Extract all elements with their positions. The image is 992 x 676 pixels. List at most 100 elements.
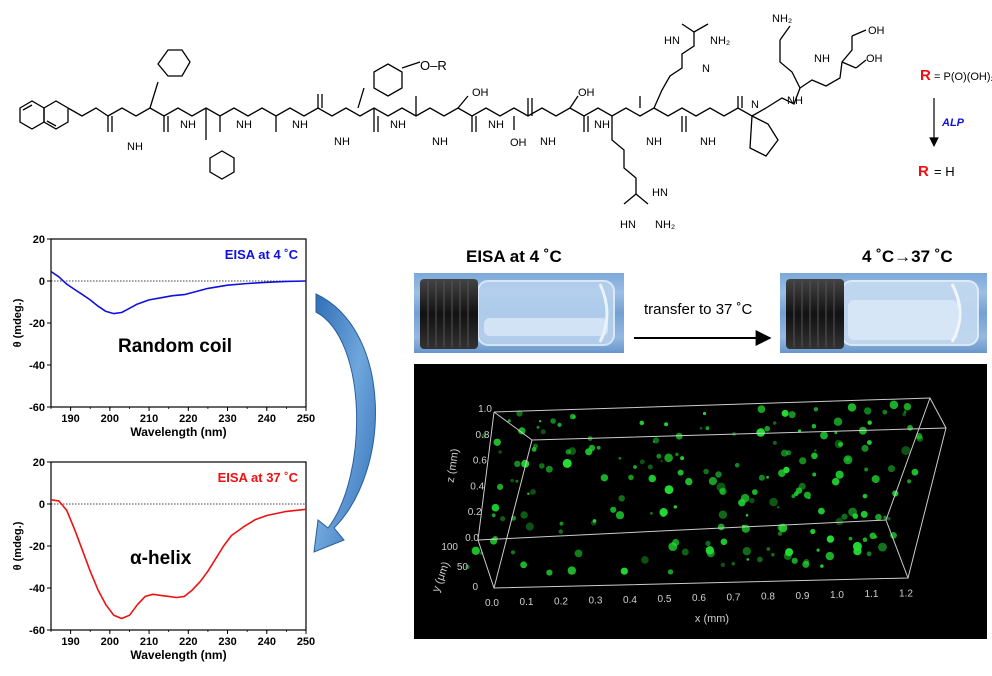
series-legend: EISA at 4 ˚C: [225, 247, 299, 262]
fluorescent-dot: [667, 569, 674, 575]
guan-top-3: N: [702, 63, 710, 75]
fluorescent-dot: [536, 425, 540, 429]
fluorescent-dot: [757, 405, 766, 413]
guan-bottom-1: HN: [620, 219, 636, 231]
fluorescent-dot: [902, 412, 906, 417]
fluorescent-dot: [510, 550, 516, 555]
fluorescent-dot: [492, 536, 498, 541]
fluorescent-dot: [500, 516, 506, 522]
fluorescent-dot: [540, 429, 546, 435]
fluorescent-dot: [887, 517, 891, 521]
fluorescent-dot: [465, 564, 470, 569]
fluorescent-dot: [705, 546, 714, 555]
z-tick-label: 0.0: [465, 533, 479, 544]
x-tick-label: 0.8: [761, 592, 775, 603]
vial-photo-left: [414, 273, 624, 353]
fluorescent-dot: [757, 556, 763, 563]
guan-bottom-2: NH₂: [655, 219, 675, 231]
fluorescent-dot: [664, 485, 674, 494]
x-tick-label: 210: [140, 636, 158, 648]
fluorescent-dot: [507, 419, 511, 423]
fluorescent-dot: [838, 442, 843, 447]
fluorescent-dot: [903, 403, 912, 411]
fluorescent-dot: [648, 474, 657, 483]
fluorescent-dot: [852, 541, 862, 551]
x-tick-label: 220: [179, 413, 197, 425]
fluorescent-dot: [567, 566, 576, 575]
fluorescent-dot: [618, 456, 622, 460]
x-tick-label: 230: [218, 413, 236, 425]
fluorescent-dot: [820, 431, 828, 440]
fluorescent-dot: [869, 532, 877, 540]
fluorescent-dot: [720, 562, 726, 568]
fluorescent-dot: [825, 551, 834, 561]
x-tick-label: 1.1: [865, 589, 879, 600]
fluorescent-dot: [562, 458, 572, 468]
fluorescent-dot: [771, 552, 775, 557]
fluorescent-dot: [777, 506, 780, 509]
x-tick-label: 0.7: [727, 592, 741, 603]
fluorescent-dot: [799, 457, 807, 465]
fluorescent-dot: [812, 472, 817, 477]
fluorescent-dot: [875, 513, 882, 521]
structure-annotation: α-helix: [130, 548, 192, 569]
fluorescent-dot: [685, 477, 693, 486]
fluorescent-dot: [867, 420, 872, 425]
fluorescent-dot: [756, 428, 765, 437]
fluorescent-dot: [715, 471, 722, 478]
fluorescent-dot: [530, 489, 536, 495]
fluorescent-dot: [545, 465, 553, 473]
fluorescent-dot: [734, 462, 740, 468]
fluorescent-dot: [550, 418, 556, 424]
fluorescent-dot: [848, 507, 857, 517]
series-legend: EISA at 37 ˚C: [218, 470, 299, 485]
y-tick-label: 50: [457, 562, 469, 573]
fluorescent-dot: [791, 494, 796, 499]
fluorescent-dot: [862, 537, 868, 542]
fluorescent-dot: [766, 547, 771, 551]
fluorescent-dot: [795, 487, 803, 494]
z-axis-title: z (mm): [445, 448, 462, 484]
fluorescent-dot: [673, 505, 677, 509]
fluorescent-dot: [497, 483, 504, 490]
fluorescent-dot: [833, 417, 843, 426]
fluorescent-dot: [890, 532, 897, 539]
fluorescent-dot: [907, 424, 913, 431]
fluorescent-dot: [781, 449, 788, 457]
z-tick-label: 0.8: [475, 430, 489, 441]
fluorescent-dot: [746, 558, 750, 561]
nh-label-11: NH: [646, 136, 662, 148]
fluorescent-dot: [620, 567, 628, 575]
peptide-structure: [19, 23, 867, 205]
nh-label-13: NH: [787, 95, 803, 107]
fluorescent-dot: [592, 519, 597, 523]
nh-label-9: NH: [540, 136, 556, 148]
fluorescent-dot: [668, 542, 678, 551]
fluorescent-dot: [720, 538, 728, 546]
fluorescent-dot: [741, 524, 746, 529]
fluorescent-dot: [518, 427, 526, 435]
vial-photos: EISA at 4 ˚C 4 ˚C→37 ˚C transfer to 37 ˚…: [414, 247, 987, 353]
fluorescent-dot: [814, 449, 817, 452]
transfer-label: transfer to 37 ˚C: [644, 301, 753, 318]
y-tick-label: 20: [33, 457, 45, 469]
amine-top: NH₂: [772, 13, 792, 25]
fluorescent-dot: [515, 479, 519, 483]
fluorescent-dot: [758, 474, 765, 481]
fluorescent-dot: [778, 523, 788, 533]
x-tick-label: 0.9: [796, 591, 810, 602]
fluorescent-dot: [915, 432, 923, 440]
x-tick-label: 0.3: [589, 596, 603, 607]
fluorescent-dot: [745, 514, 749, 517]
bounding-box: [477, 397, 947, 589]
fluorescent-dot: [527, 492, 530, 495]
nh-label-12: NH: [700, 136, 716, 148]
enzyme-label: ALP: [941, 117, 965, 129]
r-eq-h: = H: [934, 164, 955, 179]
y-tick-label: 20: [33, 234, 45, 246]
r-label-top: R: [920, 67, 931, 84]
fluorescent-dot: [675, 452, 679, 457]
oh-ser2: OH: [510, 137, 527, 149]
